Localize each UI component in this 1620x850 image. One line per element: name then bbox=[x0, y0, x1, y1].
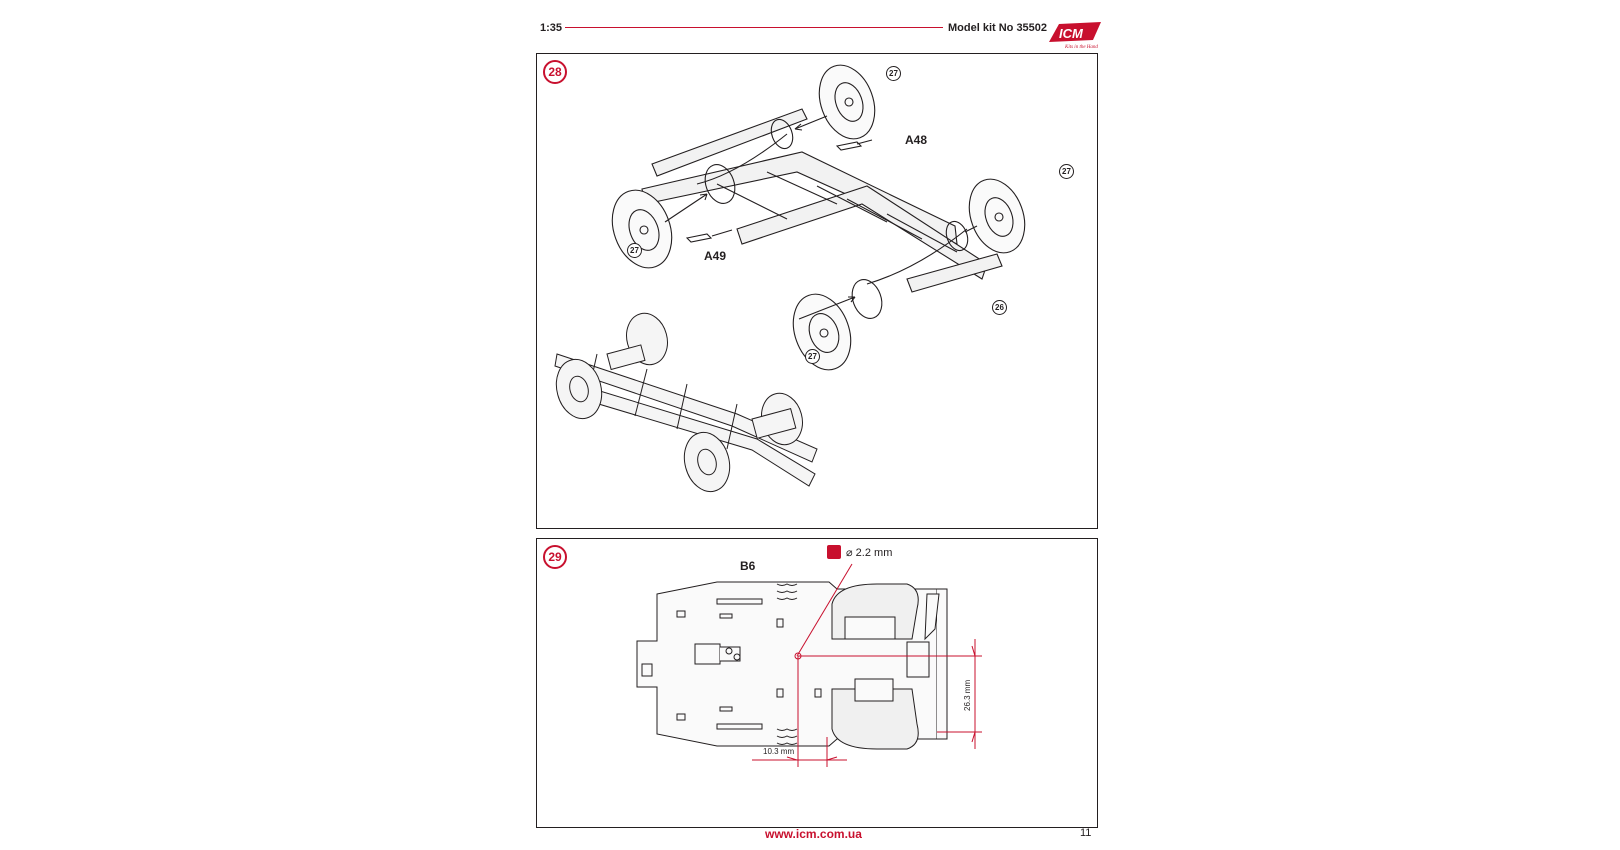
callout-26: 26 bbox=[992, 300, 1007, 315]
dimension-horizontal: 10.3 mm bbox=[763, 747, 795, 756]
part-label-a49: A49 bbox=[704, 249, 727, 263]
step-29-panel: 29 B6 bbox=[536, 538, 1098, 828]
step-28-number: 28 bbox=[543, 60, 567, 84]
drill-icon bbox=[827, 545, 841, 559]
header-rule bbox=[565, 27, 943, 28]
callout-27-bottom: 27 bbox=[805, 349, 820, 364]
part-label-a48: A48 bbox=[905, 133, 928, 147]
footer-url[interactable]: www.icm.com.ua bbox=[765, 827, 862, 841]
icm-logo-graphic: ICM Kits in the Hand bbox=[1049, 22, 1101, 50]
scale-label: 1:35 bbox=[540, 22, 563, 34]
page-number: 11 bbox=[1080, 827, 1092, 839]
wheel-top-right bbox=[818, 64, 876, 140]
svg-text:ICM: ICM bbox=[1059, 26, 1084, 41]
drill-size-label: ⌀ 2.2 mm bbox=[846, 547, 893, 559]
dimension-vertical: 26.3 mm bbox=[963, 679, 972, 711]
model-kit-label: Model kit No 35502 bbox=[948, 22, 1048, 34]
part-label-b6: B6 bbox=[740, 559, 756, 573]
svg-text:Kits in the Hand: Kits in the Hand bbox=[1064, 45, 1098, 50]
callout-27-left: 27 bbox=[627, 243, 642, 258]
callout-27-right: 27 bbox=[1059, 164, 1074, 179]
icm-logo: ICM Kits in the Hand bbox=[1045, 18, 1105, 50]
chassis-wheels-diagram bbox=[554, 64, 1026, 493]
step-29-number: 29 bbox=[543, 545, 567, 569]
floor-drill-diagram bbox=[636, 563, 982, 767]
callout-27-top: 27 bbox=[886, 66, 901, 81]
step-28-panel: 28 bbox=[536, 53, 1098, 529]
wheel-right bbox=[968, 178, 1026, 254]
